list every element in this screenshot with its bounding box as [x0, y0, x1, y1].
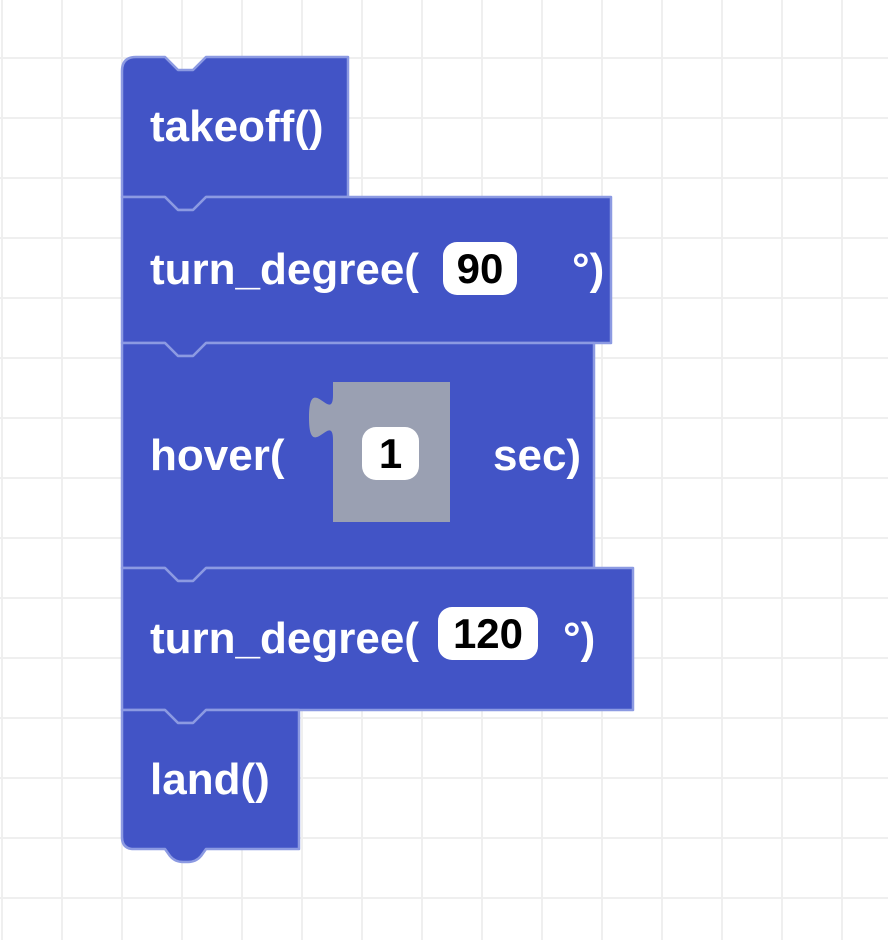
degree-suffix-label: °) — [572, 245, 605, 294]
degree-suffix-label: °) — [563, 614, 596, 663]
statement-block-outline — [120, 708, 301, 864]
block-takeoff[interactable]: takeoff() — [120, 55, 350, 212]
degree-value-field[interactable]: 90 — [443, 242, 517, 295]
degree-value-field[interactable]: 120 — [438, 607, 538, 660]
block-turn-degree-120-label: turn_degree( — [150, 614, 419, 663]
block-hover[interactable]: hover( 1 sec) — [120, 341, 596, 583]
block-hover-shape — [120, 341, 596, 583]
block-land-label: land() — [150, 754, 270, 804]
block-turn-degree-90-label: turn_degree( — [150, 245, 419, 294]
block-hover-label: hover( — [150, 430, 285, 480]
seconds-suffix-label: sec) — [493, 430, 582, 480]
block-takeoff-label: takeoff() — [150, 102, 324, 151]
block-land[interactable]: land() — [120, 708, 301, 864]
seconds-value-field[interactable]: 1 — [362, 427, 419, 480]
block-turn-degree-90[interactable]: turn_degree( 90 °) — [120, 195, 613, 358]
block-land-shape — [120, 708, 301, 864]
block-turn-degree-120[interactable]: turn_degree( 120 °) — [120, 566, 635, 725]
